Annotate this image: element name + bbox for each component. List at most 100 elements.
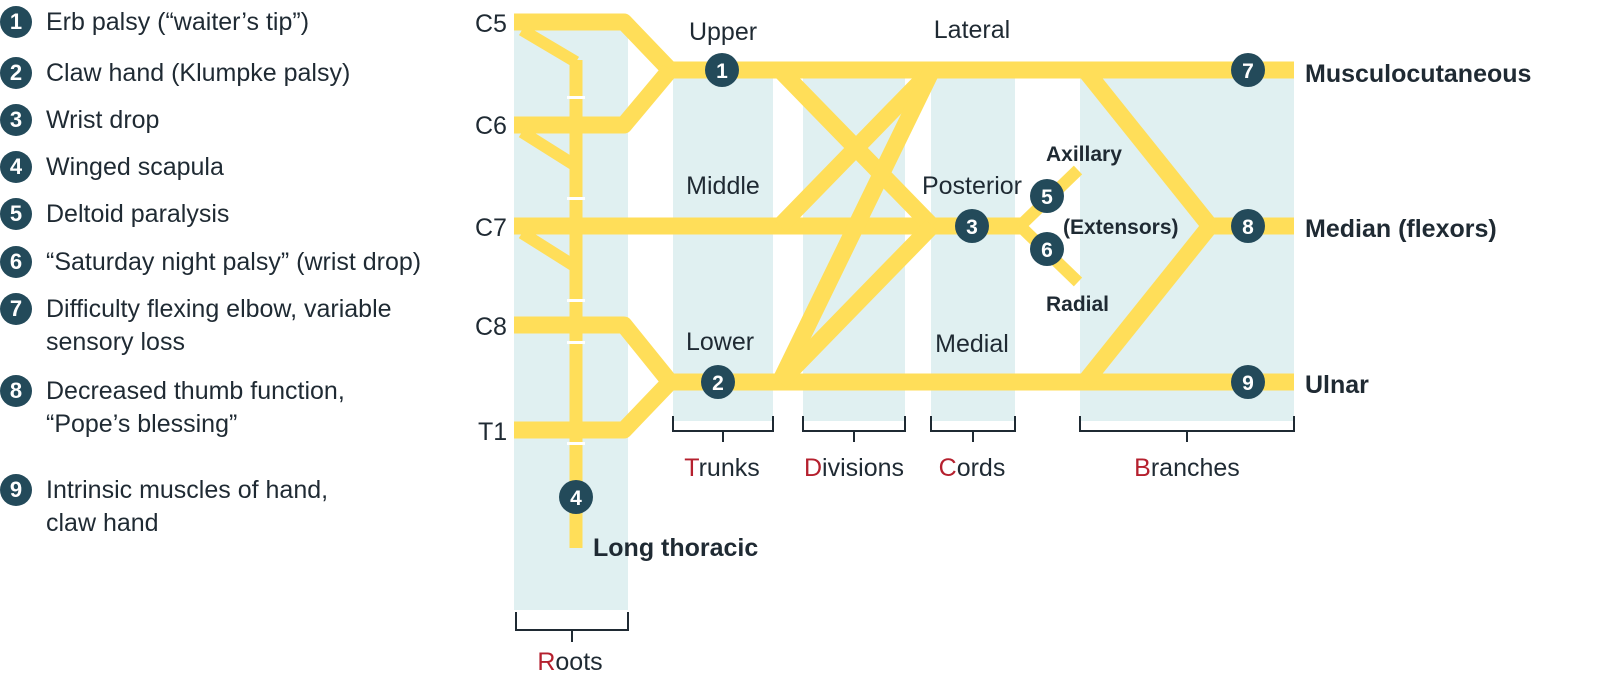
- legend-item: 9 Intrinsic muscles of hand, claw hand: [0, 474, 328, 540]
- section-label-trunks: Trunks: [684, 454, 759, 482]
- marker-number: 9: [1242, 372, 1254, 395]
- marker-number: 5: [1041, 186, 1053, 209]
- marker-7: 7: [1231, 53, 1265, 87]
- marker-circle: [559, 480, 593, 514]
- section-initial: D: [804, 454, 822, 482]
- c6-root-path: [514, 64, 677, 134]
- marker-number: 2: [712, 372, 724, 395]
- t1-root-path: [514, 376, 677, 439]
- root-label-c6: C6: [475, 112, 507, 140]
- crossing-gap: [567, 96, 585, 99]
- marker-number: 3: [966, 216, 978, 239]
- marker-9: 9: [1231, 365, 1265, 399]
- crossing-gap: [567, 341, 585, 344]
- marker-number: 4: [570, 487, 582, 510]
- root-labels: C5 C6 C7 C8 T1: [475, 10, 507, 446]
- cord-label-lateral: Lateral: [934, 16, 1010, 44]
- marker-circle: [1231, 365, 1265, 399]
- lower-posterior-division-path: [773, 220, 939, 388]
- divisions-bracket: [802, 416, 906, 442]
- legend-number-badge: 9: [0, 474, 32, 506]
- legend-item: 4 Winged scapula: [0, 151, 224, 184]
- marker-circle: [1231, 209, 1265, 243]
- section-rest: ords: [957, 454, 1006, 482]
- trunk-label-lower: Lower: [686, 328, 754, 356]
- musculocutaneous-label: Musculocutaneous: [1305, 60, 1531, 88]
- legend-number-badge: 7: [0, 293, 32, 325]
- section-rest: runks: [699, 454, 760, 482]
- legend-text: Wrist drop: [46, 106, 160, 134]
- section-label-roots: Roots: [537, 648, 602, 676]
- marker-circle: [1030, 179, 1064, 213]
- marker-circle: [955, 209, 989, 243]
- legend-number-badge: 2: [0, 57, 32, 89]
- legend-text: Winged scapula: [46, 153, 224, 181]
- marker-circle: [1231, 53, 1265, 87]
- section-label-cords: Cords: [939, 454, 1006, 482]
- legend-item: 5 Deltoid paralysis: [0, 198, 229, 231]
- legend-item: 6 “Saturday night palsy” (wrist drop): [0, 246, 421, 279]
- marker-number: 7: [1242, 60, 1254, 83]
- axillary-label: Axillary: [1046, 143, 1122, 166]
- legend-number-badge: 6: [0, 246, 32, 278]
- cords-band: [931, 74, 1015, 421]
- root-label-c5: C5: [475, 10, 507, 38]
- legend-number-badge: 8: [0, 375, 32, 407]
- medial-median-root-path: [1078, 220, 1217, 388]
- marker-5: 5: [1030, 179, 1064, 213]
- long-thoracic-c6-branch: [518, 126, 580, 172]
- legend-number-badge: 5: [0, 198, 32, 230]
- root-label-t1: T1: [478, 418, 507, 446]
- crossing-gap: [567, 442, 585, 445]
- legend-text: Intrinsic muscles of hand, claw hand: [46, 476, 329, 537]
- marker-8: 8: [1231, 209, 1265, 243]
- trunk-cord-labels: Upper Middle Lower Lateral Posterior Med…: [686, 16, 1022, 358]
- section-label-divisions: Divisions: [804, 454, 904, 482]
- legend-number-badge: 4: [0, 151, 32, 183]
- legend-number-badge: 1: [0, 6, 32, 38]
- cord-label-posterior: Posterior: [922, 172, 1022, 200]
- nerve-paths: [514, 13, 1294, 548]
- marker-number: 1: [716, 60, 728, 83]
- marker-4: 4: [559, 480, 593, 514]
- section-rest: oots: [555, 648, 602, 676]
- legend-text: “Saturday night palsy” (wrist drop): [46, 248, 422, 276]
- marker-number: 8: [1242, 216, 1254, 239]
- section-names: Roots Trunks Divisions Cords Branches: [537, 454, 1239, 676]
- legend-item: 2 Claw hand (Klumpke palsy): [0, 57, 350, 90]
- legend-number-badge: 3: [0, 104, 32, 136]
- crossing-gap: [567, 299, 585, 302]
- branches-bracket: [1079, 416, 1295, 442]
- legend-text: Decreased thumb function, “Pope’s blessi…: [46, 377, 345, 438]
- trunk-label-upper: Upper: [689, 18, 757, 46]
- trunk-label-middle: Middle: [686, 172, 760, 200]
- marker-2: 2: [701, 365, 735, 399]
- c8-root-path: [514, 316, 677, 388]
- root-label-c8: C8: [475, 313, 507, 341]
- median-label: Median (flexors): [1305, 215, 1497, 243]
- terminal-labels: Musculocutaneous Median (flexors) Ulnar …: [593, 60, 1531, 562]
- lesion-markers: 1 2 3 4 5 6 7 8 9: [559, 53, 1265, 514]
- marker-1: 1: [705, 53, 739, 87]
- section-label-branches: Branches: [1134, 454, 1240, 482]
- c5-root-path: [514, 13, 677, 76]
- section-brackets: [515, 416, 1295, 642]
- radial-label: Radial: [1046, 293, 1109, 316]
- section-initial: C: [939, 454, 957, 482]
- legend-text: Difficulty flexing elbow, variable senso…: [46, 295, 392, 356]
- marker-6: 6: [1030, 232, 1064, 266]
- trunks-bracket: [672, 416, 774, 442]
- legend-text: Deltoid paralysis: [46, 200, 230, 228]
- marker-circle: [705, 53, 739, 87]
- lateral-median-root-path: [1078, 64, 1217, 232]
- legend-item: 1 Erb palsy (“waiter’s tip”): [0, 6, 309, 39]
- section-rest: ivisions: [822, 454, 904, 482]
- marker-3: 3: [955, 209, 989, 243]
- trunks-band: [673, 74, 773, 421]
- section-initial: R: [537, 648, 555, 676]
- long-thoracic-label: Long thoracic: [593, 534, 758, 562]
- crossing-gap: [567, 197, 585, 200]
- marker-circle: [1030, 232, 1064, 266]
- marker-circle: [701, 365, 735, 399]
